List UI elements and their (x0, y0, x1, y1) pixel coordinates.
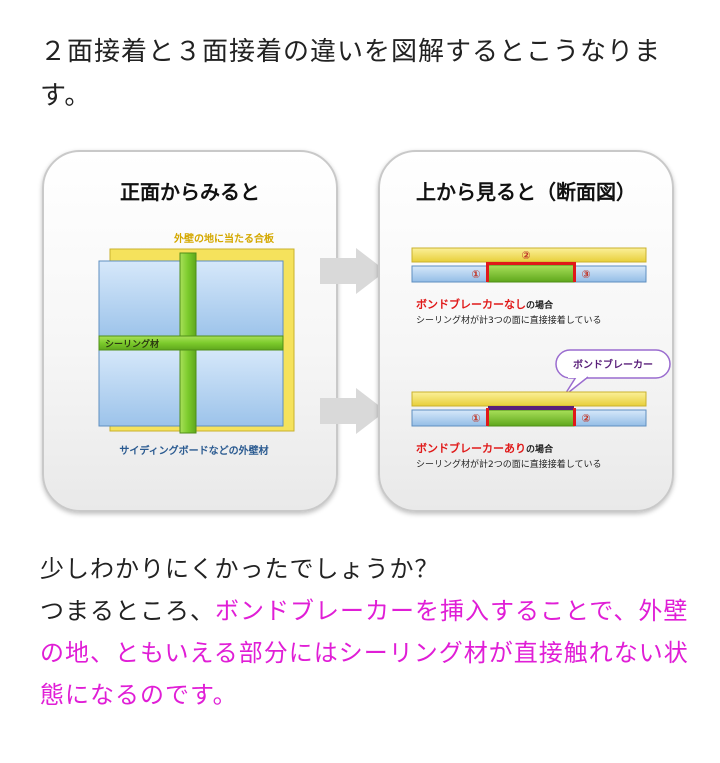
conclusion-body: つまるところ、ボンドブレーカーを挿入することで、外壁の地、ともいえる部分にはシー… (40, 590, 700, 716)
marker-top-1: ② (521, 249, 530, 262)
case-with-caption: ボンドブレーカーありの場合 (416, 441, 554, 455)
front-view-diagram: 外壁の地に当たる合板 シーリング材 サイディングボードなどの外壁材 (98, 232, 295, 457)
siding-board-top-right (194, 260, 284, 339)
backing-board-label: 外壁の地に当たる合板 (173, 232, 275, 245)
adhesion-line-right-1 (573, 262, 576, 282)
bond-breaker-callout-text: ボンドブレーカー (573, 358, 653, 371)
siding-board-bottom-right (194, 348, 284, 427)
siding-board-top-left (98, 260, 188, 339)
siding-board-bottom-left (98, 348, 188, 427)
siding-board-label: サイディングボードなどの外壁材 (119, 444, 268, 457)
conclusion-prefix: つまるところ、 (40, 597, 215, 625)
cross-section-panel: 上から見ると（断面図） ② ① ③ ボンドブレーカーなしの場合 シーリング材が計… (378, 150, 674, 512)
sealant-label: シーリング材 (105, 338, 159, 350)
case-with-heading: ボンドブレーカーあり (416, 441, 526, 455)
adhesion-line-left-2 (486, 408, 489, 426)
cross-section-diagram: ② ① ③ ボンドブレーカーなしの場合 シーリング材が計3つの面に直接接着してい… (411, 247, 671, 470)
adhesion-line-top-1 (488, 262, 574, 265)
case-with-description: シーリング材が計2つの面に直接接着している (416, 458, 601, 470)
adhesion-line-right-2 (573, 408, 576, 426)
case-without-caption: ボンドブレーカーなしの場合 (416, 297, 554, 311)
intro-text: ２面接着と３面接着の違いを図解するとこうなります。 (40, 37, 662, 111)
conclusion-block: 少しわかりにくかったでしょうか？ つまるところ、ボンドブレーカーを挿入することで… (40, 548, 700, 716)
bond-breaker-callout (555, 349, 671, 379)
marker-right-1: ③ (581, 268, 590, 281)
case-without-heading: ボンドブレーカーなし (416, 297, 526, 311)
marker-right-2: ② (581, 412, 590, 425)
sealant-section-1 (487, 264, 575, 283)
bond-breaker-strip (488, 406, 574, 410)
marker-left-1: ① (471, 268, 480, 281)
front-view-title: 正面からみると (120, 180, 260, 204)
case-with-suffix: の場合 (526, 443, 554, 455)
marker-left-2: ① (471, 412, 480, 425)
adhesion-line-left-1 (486, 262, 489, 282)
cross-section-title: 上から見ると（断面図） (416, 180, 636, 204)
case-without-suffix: の場合 (526, 299, 554, 311)
conclusion-highlight: ボンドブレーカーを挿入することで、外壁の地、ともいえる部分にはシーリング材が直接… (40, 597, 689, 709)
sealant-horizontal (98, 335, 284, 351)
backing-board-section-2 (411, 391, 647, 407)
case-without-description: シーリング材が計3つの面に直接接着している (416, 314, 601, 326)
sealant-section-2 (487, 409, 575, 427)
conclusion-line-1: 少しわかりにくかったでしょうか？ (40, 555, 440, 583)
front-view-panel: 正面からみると 外壁の地に当たる合板 シーリング材 サイディングボードなどの外壁… (42, 150, 338, 512)
